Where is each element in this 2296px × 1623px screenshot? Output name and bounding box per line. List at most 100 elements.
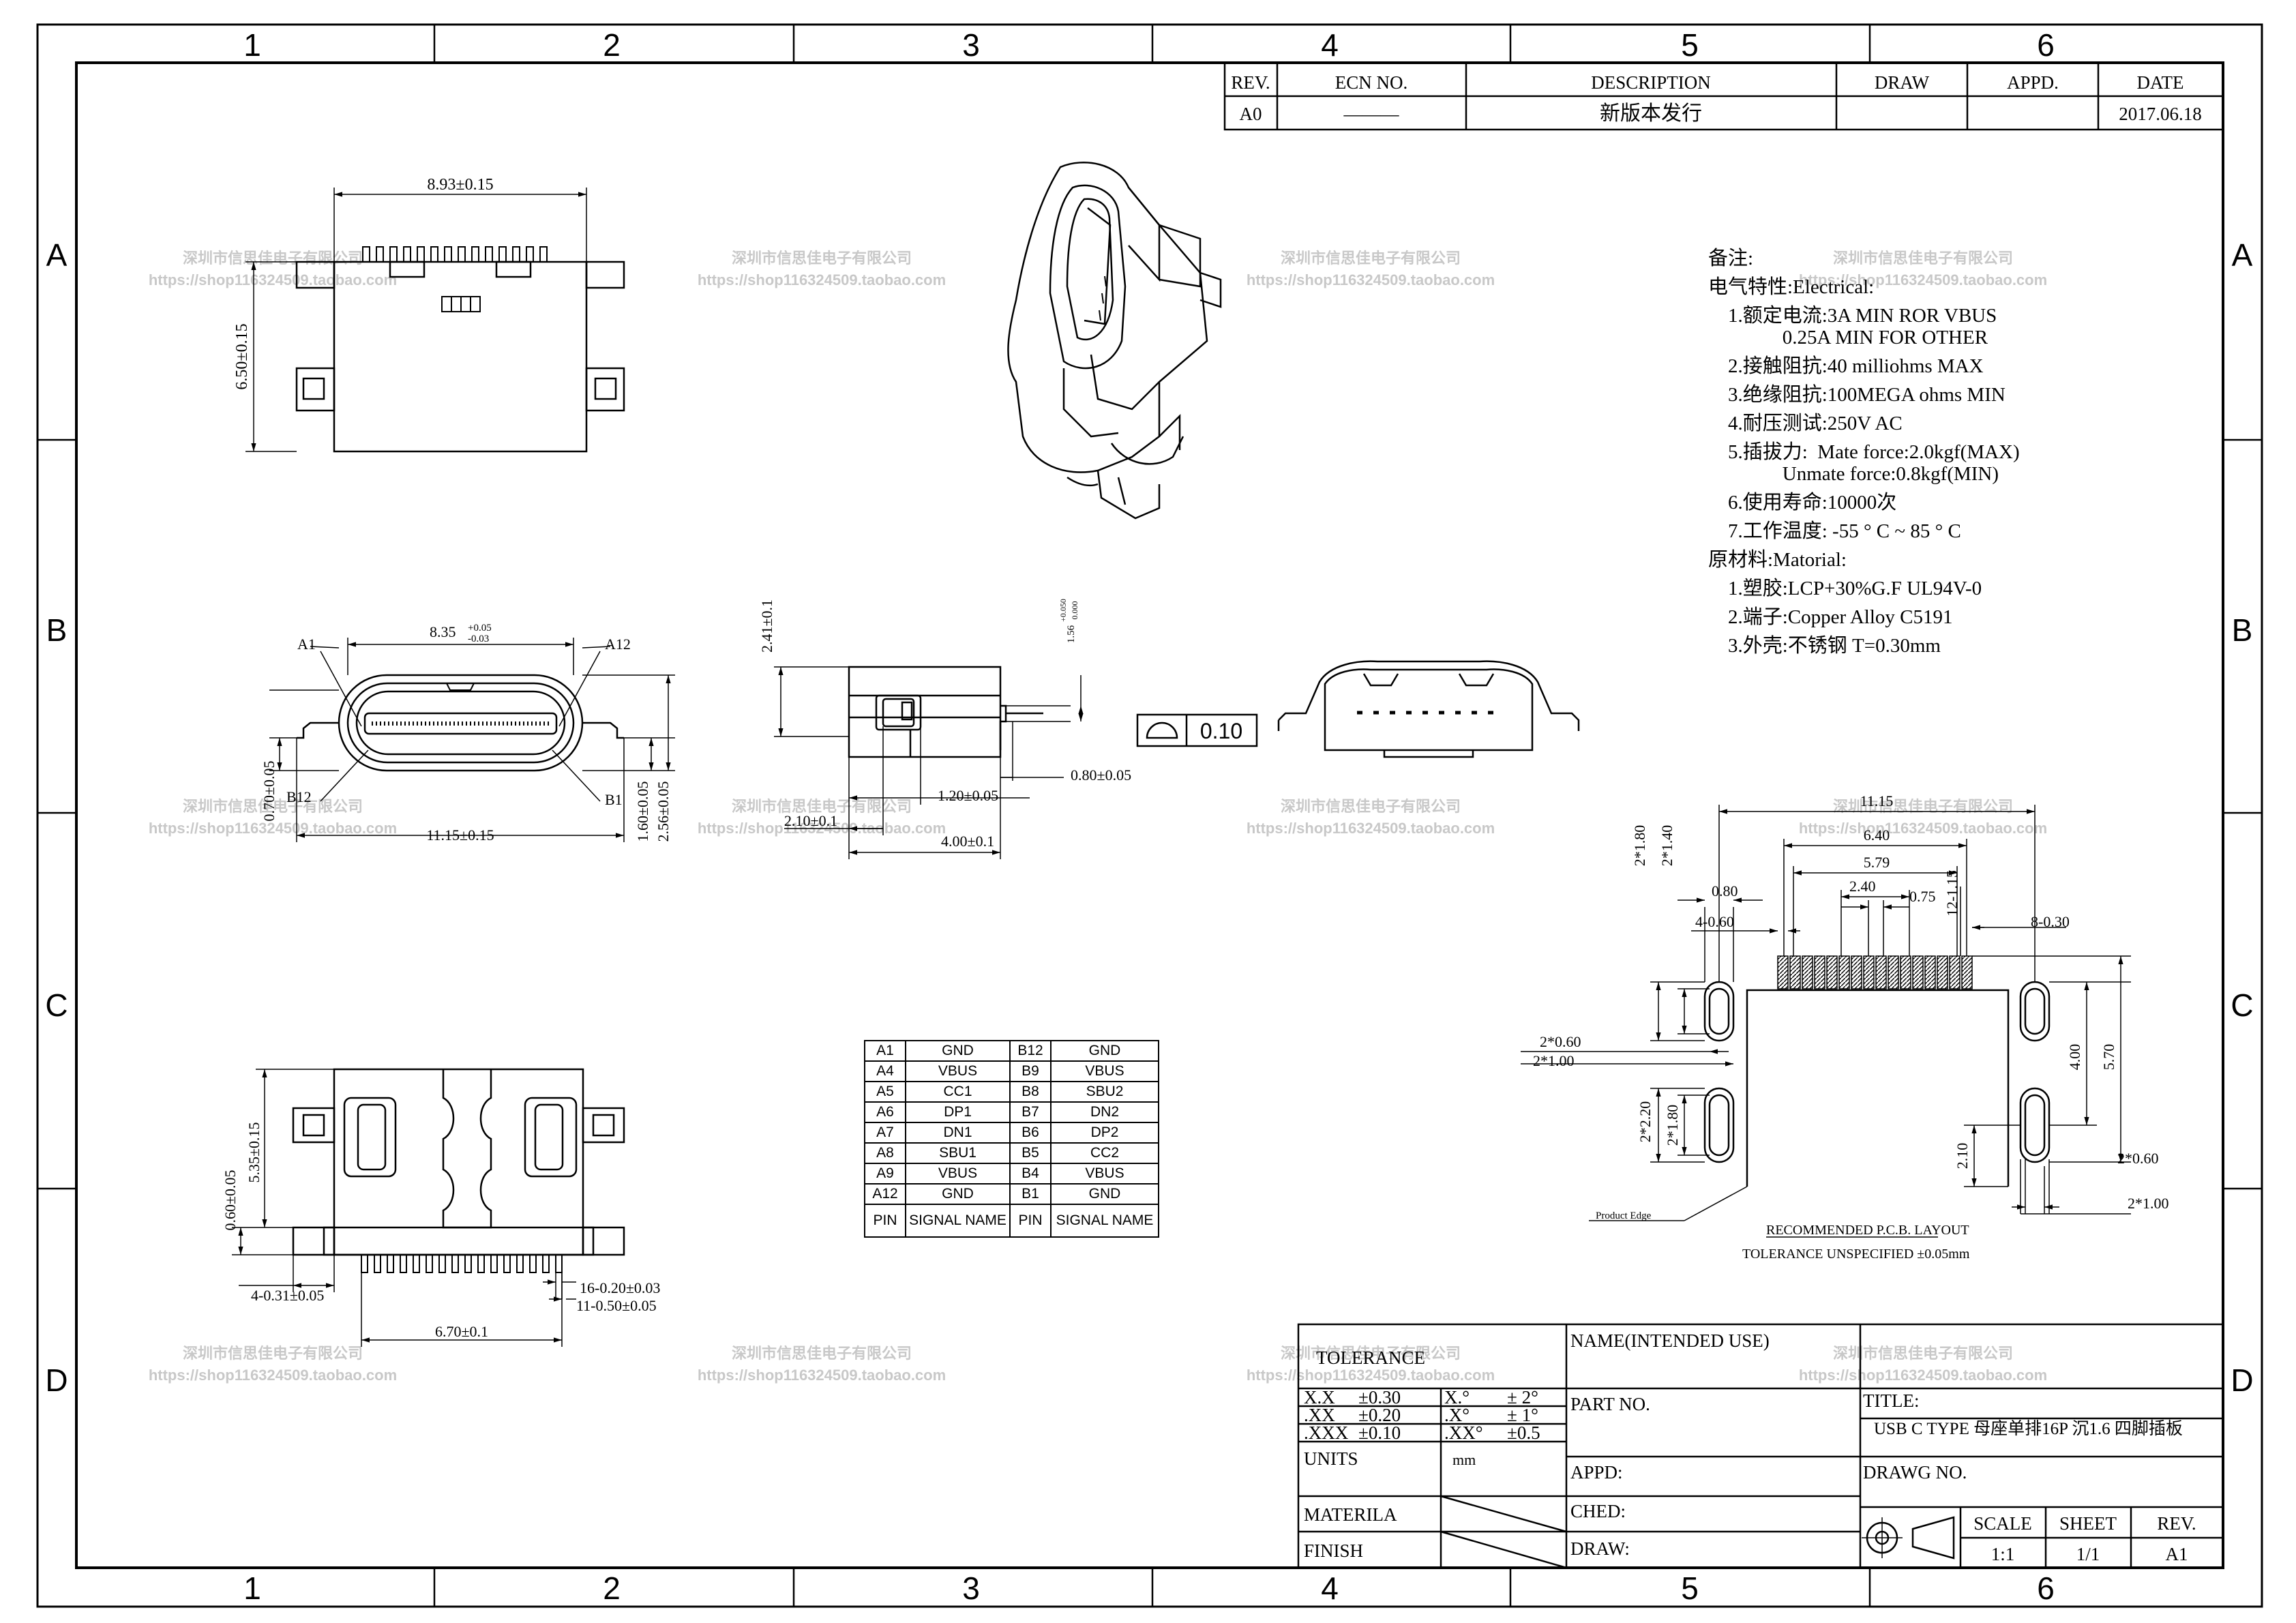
rev-value: A1 (2166, 1544, 2188, 1564)
note-line: 1.塑胶:LCP+30%G.F UL94V-0 (1708, 578, 1982, 599)
pcb-dim-400: 4.00 (2066, 1044, 2083, 1071)
col-label: 2 (603, 1570, 621, 1606)
drawing-frame (36, 23, 2263, 1608)
front-inner-tol-minus: -0.03 (468, 634, 489, 644)
col-label: 5 (1681, 27, 1699, 63)
sheet-label: SHEET (2059, 1513, 2117, 1534)
isometric-view (1007, 162, 1222, 520)
top-view-height-dim: 6.50±0.15 (233, 323, 251, 389)
tolerance-title: TOLERANCE (1316, 1347, 1425, 1368)
appd-label: APPD: (1570, 1462, 1623, 1483)
pin-cell: B8 (1009, 1081, 1052, 1103)
description-value: 新版本发行 (1600, 102, 1702, 125)
tol-r1-b: ±0.30 (1358, 1387, 1401, 1408)
part-label: PART NO. (1570, 1394, 1650, 1414)
signal-cell: CC2 (1050, 1142, 1159, 1164)
svg-text:https://shop116324509.taobao.c: https://shop116324509.taobao.com (149, 1367, 397, 1384)
note-line: 2.端子:Copper Alloy C5191 (1708, 606, 1953, 628)
pin-cell: B6 (1009, 1122, 1052, 1144)
svg-text:https://shop116324509.taobao.c: https://shop116324509.taobao.com (1799, 820, 2047, 837)
front-inner-dim: 8.35 (430, 623, 456, 640)
side-d2-dim: 1.20±0.05 (938, 787, 998, 804)
pcb-dim-570: 5.70 (2100, 1044, 2117, 1071)
tol-r2-c: .X° (1444, 1405, 1470, 1425)
front-inner-tol-plus: +0.05 (468, 623, 492, 634)
flatness-value: 0.10 (1200, 719, 1242, 743)
front-outer-dim: 11.15±0.15 (426, 827, 494, 844)
front-view-labels: 8.35 +0.05 -0.03 A1 A12 B12 B1 11.15±0.1… (260, 623, 672, 844)
side-tiny-tol-minus: 0.000 (1070, 601, 1079, 620)
pcb-dim-210: 2.10 (1954, 1143, 1971, 1170)
pin-cell: A8 (864, 1142, 906, 1164)
signal-cell: CC1 (905, 1081, 1011, 1103)
material-label: MATERILA (1304, 1504, 1397, 1525)
note-line: Unmate force:0.8kgf(MIN) (1708, 463, 1999, 485)
bottom-view (232, 1068, 625, 1347)
front-h1-dim: 0.70±0.05 (260, 760, 278, 821)
side-height-dim: 2.41±0.1 (758, 599, 775, 653)
side-tiny-dim: 1.56 (1066, 625, 1077, 643)
bottom-d3-dim: 11-0.50±0.05 (576, 1297, 657, 1314)
row-label: B (2232, 612, 2253, 648)
title-value: USB C TYPE 母座单排16P 沉1.6 四脚插板 (1874, 1419, 2183, 1438)
note-line: 5.插拔力: Mate force:2.0kgf(MAX) (1708, 441, 2020, 463)
pcb-dim-2x060b: 2*0.60 (2117, 1150, 2159, 1167)
draw-header: DRAW (1875, 72, 1930, 93)
signal-cell: VBUS (905, 1163, 1011, 1185)
svg-text:https://shop116324509.taobao.c: https://shop116324509.taobao.com (698, 1367, 946, 1384)
pin-cell: A7 (864, 1122, 906, 1144)
svg-text:深圳市信思佳电子有限公司: 深圳市信思佳电子有限公司 (732, 250, 912, 267)
note-line: 2.接触阻抗:40 milliohms MAX (1708, 355, 1984, 377)
pin-cell: A6 (864, 1101, 906, 1123)
bottom-view-labels: 5.35±0.15 0.60±0.05 4-0.31±0.05 16-0.20±… (222, 1122, 660, 1340)
date-header: DATE (2137, 72, 2184, 93)
bottom-d4-dim: 6.70±0.1 (435, 1323, 488, 1340)
col-label: 3 (962, 27, 980, 63)
signal-header: SIGNAL NAME (1050, 1204, 1159, 1238)
col-label: 3 (962, 1570, 980, 1606)
svg-text:深圳市信思佳电子有限公司: 深圳市信思佳电子有限公司 (1281, 1345, 1461, 1362)
pin-cell: A1 (864, 1040, 906, 1062)
col-label: 5 (1681, 1570, 1699, 1606)
pcb-dim-2x060a: 2*0.60 (1540, 1033, 1581, 1050)
units-value: mm (1452, 1451, 1476, 1468)
signal-cell: GND (1050, 1183, 1159, 1205)
note-line: 6.使用寿命:10000次 (1708, 492, 1897, 513)
ecn-header: ECN NO. (1335, 72, 1408, 93)
pin-cell: A5 (864, 1081, 906, 1103)
signal-cell: SBU1 (905, 1142, 1011, 1164)
pcb-dim-2x180a: 2*1.80 (1631, 825, 1648, 867)
pcb-dim-2x180b: 2*1.80 (1664, 1105, 1681, 1146)
side-view (774, 666, 1084, 859)
svg-text:https://shop116324509.taobao.c: https://shop116324509.taobao.com (1799, 271, 2047, 288)
svg-text:https://shop116324509.taobao.c: https://shop116324509.taobao.com (149, 271, 397, 288)
tol-r2-b: ±0.20 (1358, 1405, 1401, 1425)
scale-value: 1:1 (1991, 1544, 2015, 1564)
sheet-value: 1/1 (2076, 1544, 2100, 1564)
pin-cell: B9 (1009, 1060, 1052, 1082)
pin-cell: A12 (864, 1183, 906, 1205)
row-label: B (46, 612, 68, 648)
pin-cell: B7 (1009, 1101, 1052, 1123)
rev-label: REV. (2157, 1513, 2196, 1534)
front-h2-dim: 1.60±0.05 (634, 781, 651, 842)
tol-r1-c: X.° (1444, 1387, 1470, 1408)
pcb-dim-2x100b: 2*1.00 (2128, 1195, 2169, 1212)
col-label: 4 (1321, 1570, 1339, 1606)
svg-text:深圳市信思佳电子有限公司: 深圳市信思佳电子有限公司 (1833, 250, 2013, 267)
signal-cell: GND (905, 1040, 1011, 1062)
svg-text:深圳市信思佳电子有限公司: 深圳市信思佳电子有限公司 (732, 1345, 912, 1362)
svg-text:https://shop116324509.taobao.c: https://shop116324509.taobao.com (149, 820, 397, 837)
draw-label: DRAW: (1570, 1538, 1630, 1559)
note-line: 3.绝缘阻抗:100MEGA ohms MIN (1708, 384, 2006, 406)
front-h3-dim: 2.56±0.05 (655, 781, 672, 842)
projection-cone-icon (1911, 1516, 1955, 1560)
svg-text:深圳市信思佳电子有限公司: 深圳市信思佳电子有限公司 (1833, 1345, 2013, 1362)
pcb-dim-830: 8-0.30 (2031, 913, 2070, 930)
notes-block: 备注: 电气特性:Electrical: 1.额定电流:3A MIN ROR V… (1708, 244, 2117, 660)
signal-cell: VBUS (1050, 1163, 1159, 1185)
